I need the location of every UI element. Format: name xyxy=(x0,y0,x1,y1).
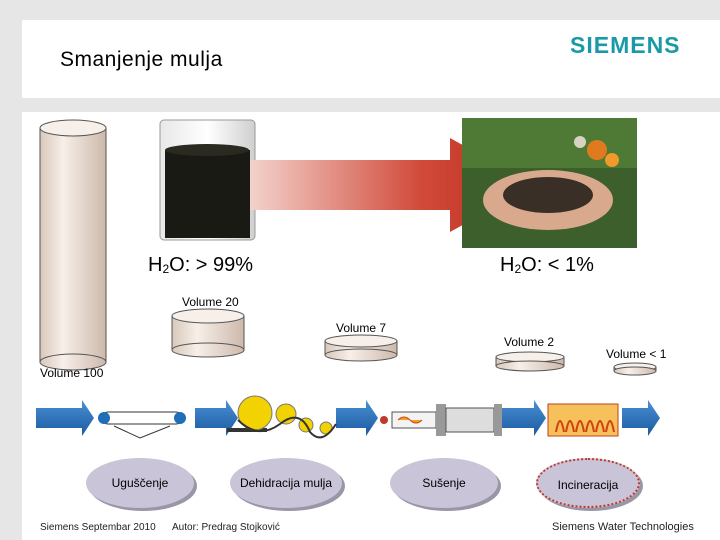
label-volume-7: Volume 7 xyxy=(336,321,387,335)
step-thickening: Uguščenje xyxy=(86,458,194,508)
footer-author: Autor: Predrag Stojković xyxy=(172,522,280,533)
dryer-drum-icon xyxy=(380,404,502,436)
header-bar xyxy=(22,20,720,98)
cylinder-volume-100 xyxy=(39,119,107,371)
siemens-logo: SIEMENS xyxy=(570,32,681,58)
label-volume-20: Volume 20 xyxy=(182,295,239,309)
footer-date: Siemens Septembar 2010 xyxy=(40,522,156,533)
slide-title: Smanjenje mulja xyxy=(60,48,223,71)
cylinder-volume-7 xyxy=(324,334,398,362)
dewatering-press-icon xyxy=(227,395,337,439)
label-volume-100: Volume 100 xyxy=(40,366,104,380)
step-drying: Sušenje xyxy=(390,458,498,508)
footer-company: Siemens Water Technologies xyxy=(552,521,694,533)
step-incineration: Incineracija xyxy=(536,458,640,508)
process-flow-arrows xyxy=(36,400,660,436)
cylinder-volume-20 xyxy=(171,308,245,358)
step-dewatering: Dehidracija mulja xyxy=(230,458,342,508)
granules-hands-photo xyxy=(462,118,637,248)
water-content-low: H2O: < 1% xyxy=(500,254,594,276)
thickener-belt-icon xyxy=(98,411,186,439)
label-volume-2: Volume 2 xyxy=(504,335,555,349)
incinerator-icon xyxy=(547,403,619,437)
label-volume-less-than-1: Volume < 1 xyxy=(606,347,667,361)
sludge-beaker-photo xyxy=(155,118,260,250)
cylinder-volume-2 xyxy=(495,351,565,372)
cylinder-volume-less-than-1 xyxy=(613,362,657,376)
water-content-high: H2O: > 99% xyxy=(148,254,254,276)
